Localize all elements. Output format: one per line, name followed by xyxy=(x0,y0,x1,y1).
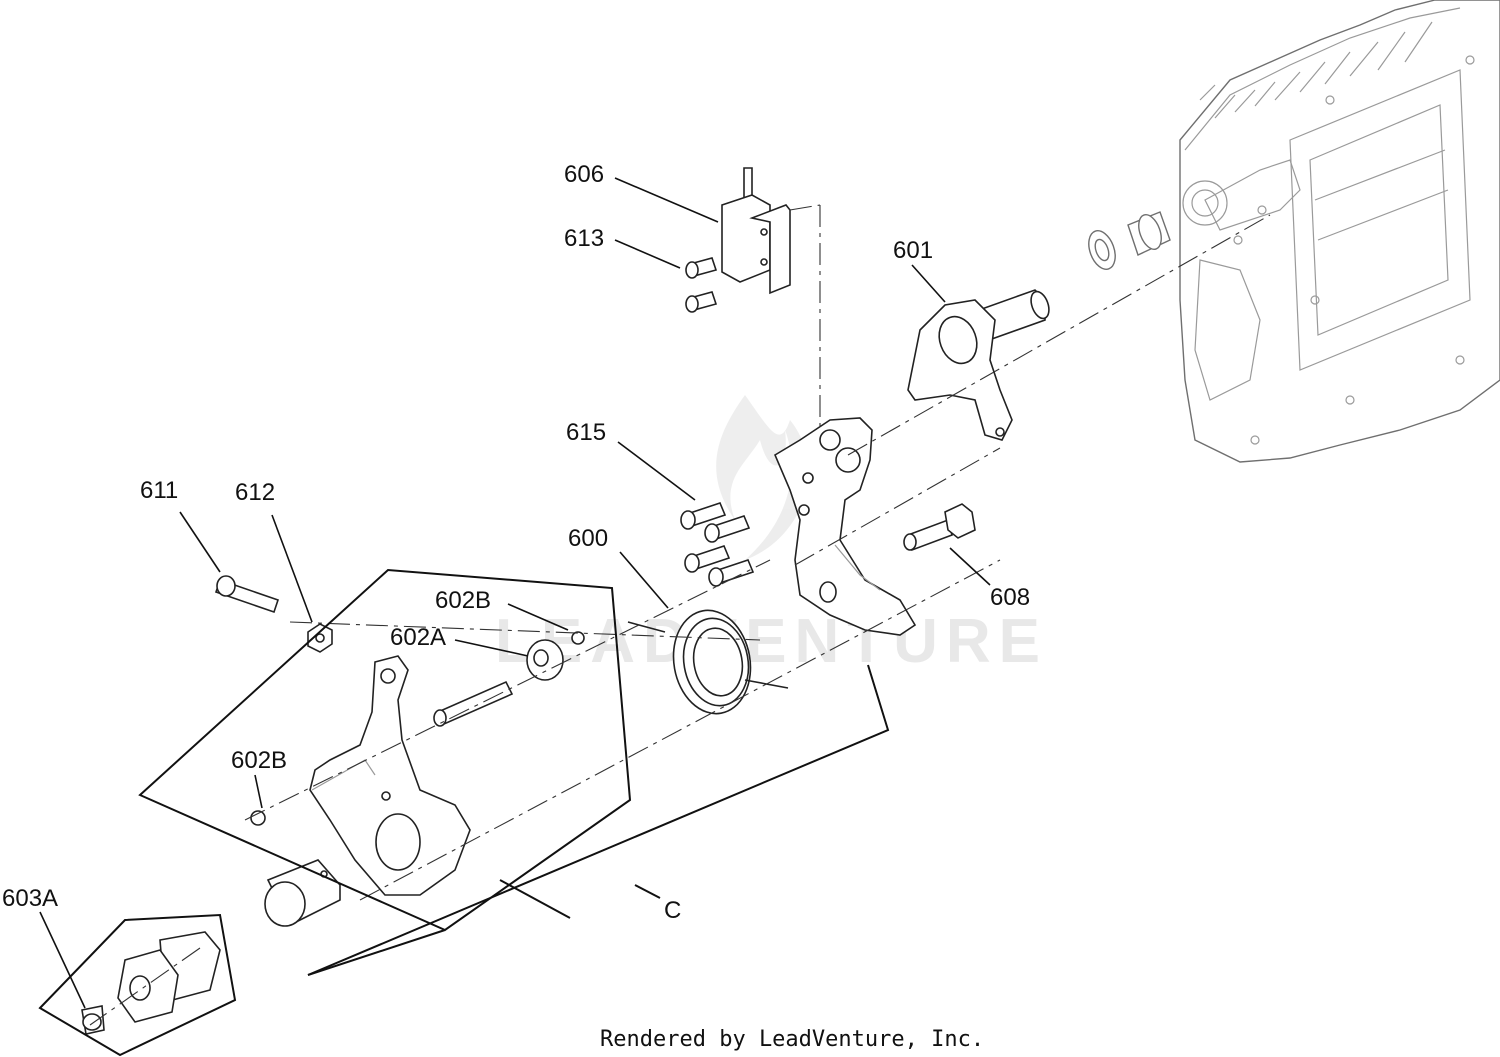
leader-lines xyxy=(39,177,991,1009)
part-602a-washer xyxy=(526,639,564,681)
group-c-outline xyxy=(38,568,890,1057)
part-603a-fitting xyxy=(81,1005,105,1035)
part-611-pin xyxy=(214,575,280,614)
engine-crankcase xyxy=(1088,0,1500,463)
part-602b-clip-mid xyxy=(250,810,266,826)
callout-602b-mid: 602B xyxy=(231,747,287,774)
assembly-axes xyxy=(89,204,1271,1026)
callout-608: 608 xyxy=(990,584,1030,611)
governor-arm-plate xyxy=(773,417,917,636)
callout-group-c: C xyxy=(664,897,681,924)
part-601-governor-shaft xyxy=(907,289,1050,441)
part-pin-shaft xyxy=(433,680,514,727)
watermark-flame-icon xyxy=(716,395,809,560)
part-lever-arm xyxy=(309,655,471,896)
callout-601: 601 xyxy=(893,237,933,264)
part-608-bolt xyxy=(903,503,976,552)
callout-615: 615 xyxy=(566,419,606,446)
part-602b-clip-top xyxy=(571,631,585,645)
callout-611: 611 xyxy=(140,477,178,504)
part-sleeve xyxy=(264,859,341,927)
callout-602a: 602A xyxy=(390,624,446,651)
callout-600: 600 xyxy=(568,525,608,552)
leadventure-watermark: LEADVENTURE xyxy=(495,395,1048,676)
part-600-spring xyxy=(627,609,789,715)
callout-602b-top: 602B xyxy=(435,587,491,614)
callout-613: 613 xyxy=(564,225,604,252)
callout-603a: 603A xyxy=(2,885,58,912)
part-603-housing xyxy=(117,931,221,1023)
callout-612: 612 xyxy=(235,479,275,506)
part-612-nut xyxy=(307,623,333,653)
part-615-bolts xyxy=(680,502,755,587)
watermark-text: LEADVENTURE xyxy=(495,607,1048,676)
part-613-screws xyxy=(685,257,718,313)
part-606-bracket xyxy=(721,167,791,295)
callout-606: 606 xyxy=(564,161,604,188)
footer-credit: Rendered by LeadVenture, Inc. xyxy=(600,1027,984,1052)
callout-labels: 606 613 601 615 611 612 600 608 602B 602… xyxy=(2,161,1030,924)
